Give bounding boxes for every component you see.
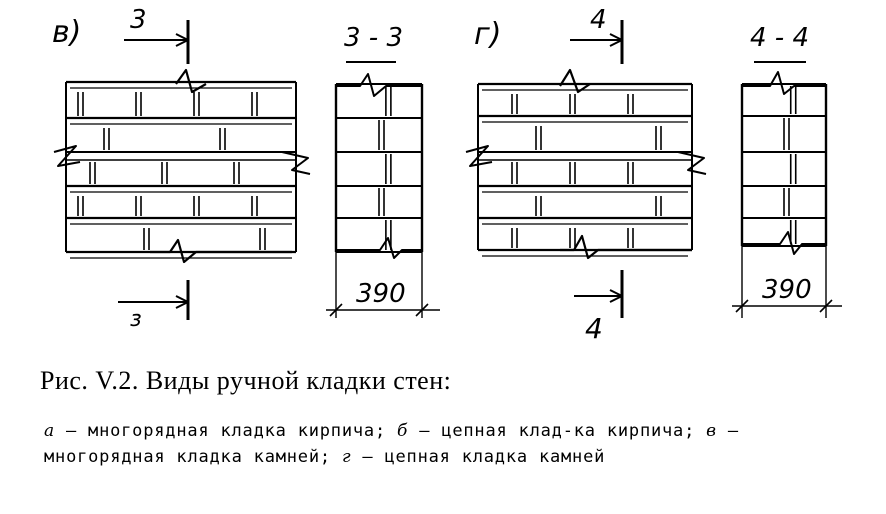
legend-text-v: — многорядная кладка камней; xyxy=(44,421,739,467)
section-3-top-break xyxy=(336,73,422,97)
legend-text-a: — многорядная кладка кирпича; xyxy=(54,421,398,441)
masonry-drawing: в) г) 3 з 4 4 3 - 3 4 - 4 390 390 xyxy=(52,5,842,345)
cut-3-bottom-label: з xyxy=(130,307,142,332)
dim-4-tick-left xyxy=(735,299,749,313)
top-break-v xyxy=(175,68,207,94)
dim-3-tick-right xyxy=(415,303,429,317)
fig-g-label: г) xyxy=(474,17,501,52)
cut-4-top-arrowhead xyxy=(609,33,623,47)
legend-letter-b: б xyxy=(397,421,409,441)
fig-v-label: в) xyxy=(52,15,81,50)
dimension-3-value: 390 xyxy=(356,279,406,309)
cut-4-bottom-arrowhead xyxy=(609,289,623,303)
cut-4-top-label: 4 xyxy=(590,5,607,35)
legend-letter-a: а xyxy=(44,421,55,441)
cut-3-bottom-arrowhead xyxy=(175,295,189,309)
top-break-g xyxy=(559,68,591,94)
section-4-bottom-break xyxy=(742,231,826,255)
legend-text-g: — цепная кладка камней xyxy=(351,447,606,467)
legend-letter-v: в xyxy=(706,421,717,441)
dim-4-tick-right xyxy=(819,299,833,313)
legend-text-b: — цепная клад-ка кирпича; xyxy=(408,421,707,441)
cut-3-top-arrowhead xyxy=(175,33,189,47)
section-3-bottom-break xyxy=(336,237,422,259)
section-4-top-break xyxy=(742,71,826,95)
dim-3-tick-left xyxy=(329,303,343,317)
cut-4-bottom-label: 4 xyxy=(585,312,603,345)
bottom-break-v xyxy=(150,238,292,264)
bottom-break-g xyxy=(560,234,692,260)
dimension-4-value: 390 xyxy=(762,275,812,305)
section-3-title: 3 - 3 xyxy=(344,23,403,53)
cut-3-top-label: 3 xyxy=(130,5,147,35)
figure-caption: Рис. V.2. Виды ручной кладки стен: xyxy=(40,366,452,395)
legend-letter-g: г xyxy=(341,447,352,467)
section-4-title: 4 - 4 xyxy=(750,23,809,53)
figure-legend: а — многорядная кладка кирпича; б — цепн… xyxy=(44,418,864,470)
